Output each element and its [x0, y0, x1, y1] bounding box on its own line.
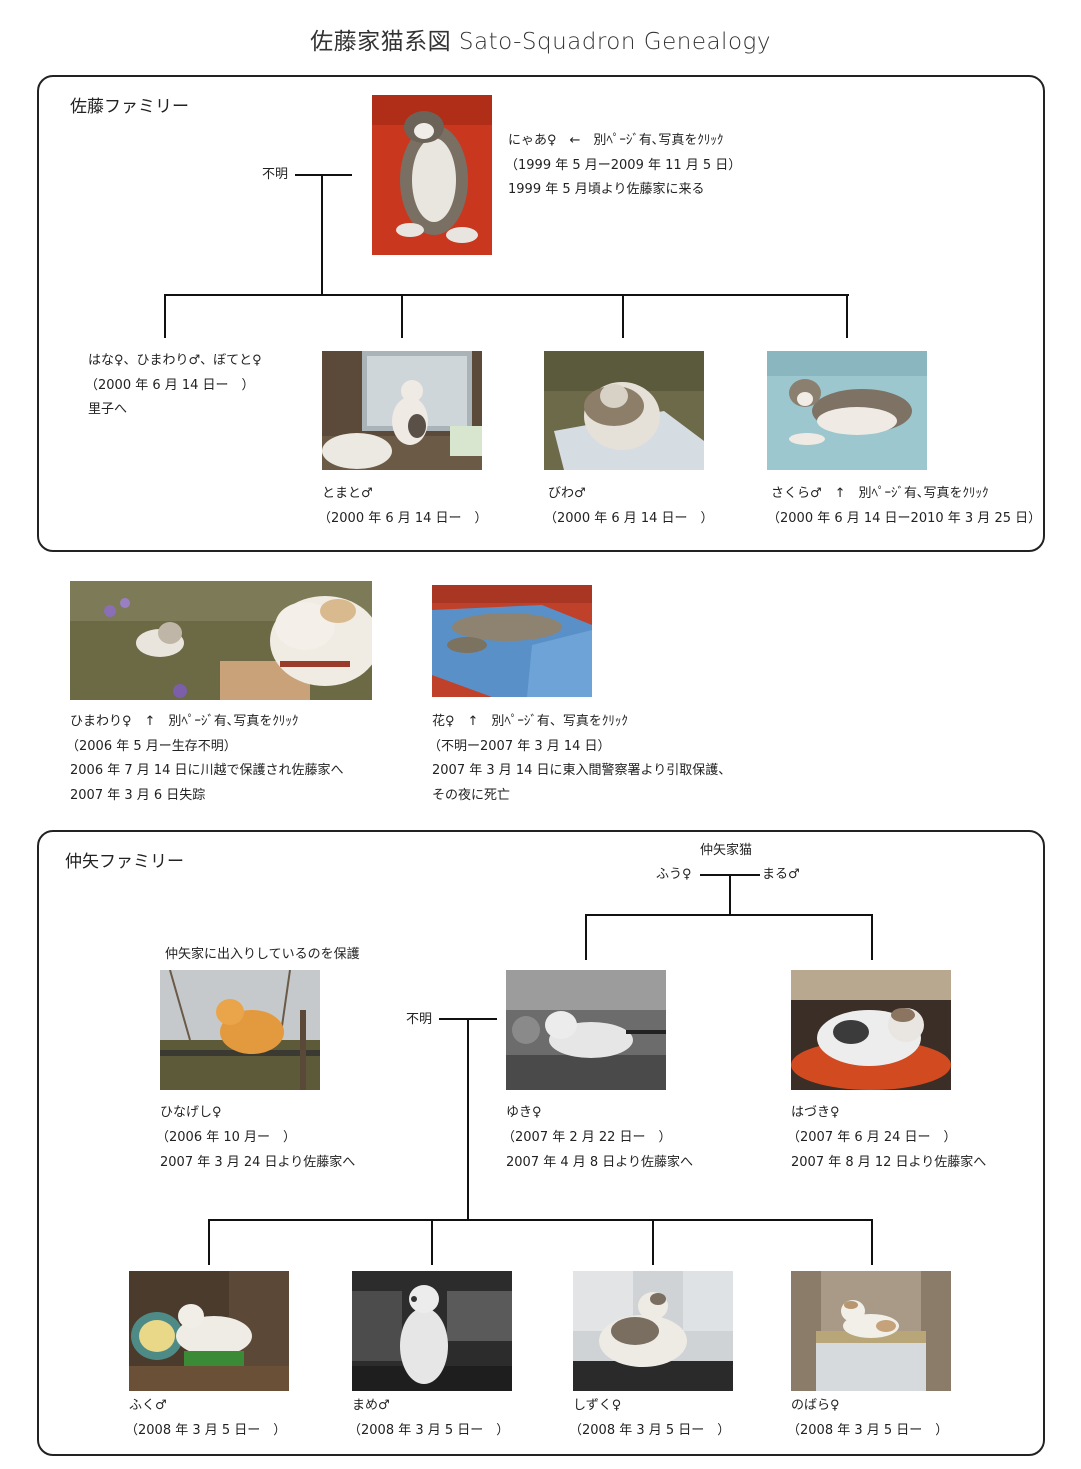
- nobara-line2: （2008 年 3 月 5 日ー ）: [787, 1423, 949, 1438]
- biwa-photo[interactable]: [544, 351, 704, 470]
- yuki-line2: （2007 年 2 月 22 日ー ）: [502, 1130, 672, 1145]
- hinageshi-line1: ひなげし♀: [160, 1105, 222, 1120]
- nakaya-family-label: 仲矢ファミリー: [65, 852, 184, 872]
- shizuku-line1: しずく♀: [573, 1398, 622, 1413]
- connector: [622, 294, 624, 338]
- himawari-photo[interactable]: [70, 581, 372, 700]
- hinageshi-line2: （2006 年 10 月ー ）: [156, 1130, 297, 1145]
- connector: [401, 294, 403, 338]
- hana-group-line1: はな♀、ひまわり♂、ぼてと♀: [88, 353, 262, 368]
- fuku-line2: （2008 年 3 月 5 日ー ）: [125, 1423, 287, 1438]
- hazuki-line2: （2007 年 6 月 24 日ー ）: [787, 1130, 957, 1145]
- connector: [208, 1219, 210, 1265]
- yuki-line3: 2007 年 4 月 8 日より佐藤家へ: [506, 1155, 694, 1170]
- connector: [431, 1219, 433, 1265]
- hazuki-line3: 2007 年 8 月 12 日より佐藤家へ: [791, 1155, 987, 1170]
- connector: [585, 914, 587, 960]
- hazuki-photo[interactable]: [791, 970, 951, 1090]
- connector: [652, 1219, 654, 1265]
- connector: [164, 294, 849, 296]
- hana-line4: その夜に死亡: [432, 788, 511, 803]
- tomato-line1: とまと♂: [322, 486, 373, 501]
- nyaa-line2: （1999 年 5 月ー2009 年 11 月 5 日）: [505, 158, 742, 173]
- yuki-photo[interactable]: [506, 970, 666, 1090]
- hana-line1[interactable]: 花♀ ↑ 別ﾍﾟｰｼﾞ有、写真をｸﾘｯｸ: [432, 714, 628, 729]
- biwa-line2: （2000 年 6 月 14 日ー ）: [544, 511, 714, 526]
- nakaya-father: まる♂: [762, 867, 800, 882]
- connector: [871, 914, 873, 960]
- connector: [846, 294, 848, 338]
- hinageshi-caption: 仲矢家に出入りしているのを保護: [165, 947, 360, 962]
- himawari-line1[interactable]: ひまわり♀ ↑ 別ﾍﾟｰｼﾞ有､写真をｸﾘｯｸ: [70, 714, 299, 729]
- shizuku-photo[interactable]: [573, 1271, 733, 1391]
- hinageshi-photo[interactable]: [160, 970, 320, 1090]
- mame-line1: まめ♂: [352, 1398, 390, 1413]
- mame-photo[interactable]: [352, 1271, 512, 1391]
- nakaya-family-box: [37, 830, 1045, 1456]
- hinageshi-line3: 2007 年 3 月 24 日より佐藤家へ: [160, 1155, 356, 1170]
- connector: [164, 294, 166, 338]
- hazuki-line1: はづき♀: [791, 1105, 840, 1120]
- tomato-photo[interactable]: [322, 351, 482, 470]
- himawari-line2: （2006 年 5 月ー生存不明）: [66, 739, 237, 754]
- fuku-photo[interactable]: [129, 1271, 289, 1391]
- himawari-line3: 2006 年 7 月 14 日に川越で保護され佐藤家へ: [70, 763, 344, 778]
- sato-family-box: [37, 75, 1045, 552]
- biwa-line1: びわ♂: [548, 486, 586, 501]
- hana-line3: 2007 年 3 月 14 日に東入間警察署より引取保護、: [432, 763, 732, 778]
- sakura-line1[interactable]: さくら♂ ↑ 別ﾍﾟｰｼﾞ有､写真をｸﾘｯｸ: [771, 486, 989, 501]
- yuki-line1: ゆき♀: [506, 1105, 542, 1120]
- connector: [321, 174, 323, 296]
- hana-line2: （不明ー2007 年 3 月 14 日）: [428, 739, 611, 754]
- mame-line2: （2008 年 3 月 5 日ー ）: [348, 1423, 510, 1438]
- page-title: 佐藤家猫系図 Sato-Squadron Genealogy: [310, 29, 771, 55]
- shizuku-line2: （2008 年 3 月 5 日ー ）: [569, 1423, 731, 1438]
- connector: [208, 1219, 873, 1221]
- connector: [729, 874, 731, 916]
- himawari-line4: 2007 年 3 月 6 日失踪: [70, 788, 206, 803]
- sato-family-label: 佐藤ファミリー: [70, 97, 189, 117]
- sakura-line2: （2000 年 6 月 14 日ー2010 年 3 月 25 日）: [767, 511, 1042, 526]
- fuku-line1: ふく♂: [129, 1398, 167, 1413]
- connector: [295, 174, 352, 176]
- sakura-photo[interactable]: [767, 351, 927, 470]
- nobara-photo[interactable]: [791, 1271, 951, 1391]
- connector: [871, 1219, 873, 1265]
- hana-group-line2: （2000 年 6 月 14 日ー ）: [85, 378, 255, 393]
- nyaa-photo[interactable]: [372, 95, 492, 255]
- nakaya-unknown-parent: 不明: [406, 1012, 433, 1027]
- nyaa-line1[interactable]: にゃあ♀ ← 別ﾍﾟｰｼﾞ有､写真をｸﾘｯｸ: [508, 133, 724, 148]
- connector: [585, 914, 873, 916]
- sato-unknown-parent: 不明: [262, 167, 289, 182]
- connector: [467, 1018, 469, 1221]
- nobara-line1: のばら♀: [791, 1398, 840, 1413]
- tomato-line2: （2000 年 6 月 14 日ー ）: [318, 511, 488, 526]
- hana-group-line3: 里子へ: [88, 402, 128, 417]
- nyaa-line3: 1999 年 5 月頃より佐藤家に来る: [508, 182, 705, 197]
- nakaya-parents-title: 仲矢家猫: [700, 843, 753, 858]
- nakaya-mother: ふう♀: [656, 867, 692, 882]
- hana-photo[interactable]: [432, 585, 592, 697]
